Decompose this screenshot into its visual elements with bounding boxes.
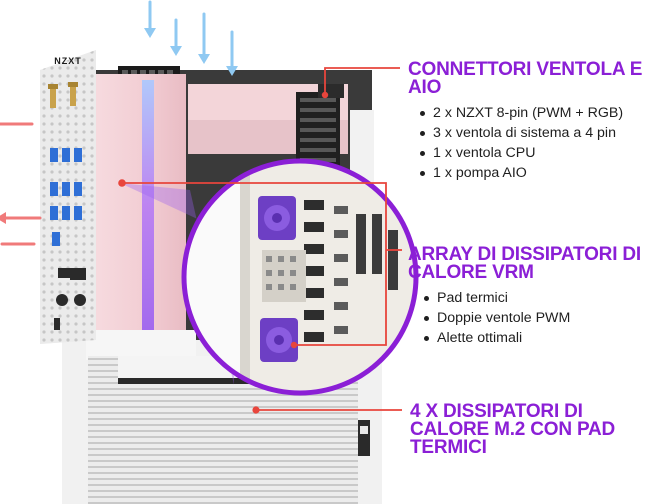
callout-title: ARRAY DI DISSIPATORI DI CALORE VRM (408, 244, 641, 283)
callout-bullets: Pad termici Doppie ventole PWM Alette ot… (422, 288, 670, 348)
nzxt-logo: NZXT (54, 56, 82, 66)
callout-vrm-heatsink: ARRAY DI DISSIPATORI DI CALORE VRM Pad t… (408, 244, 670, 348)
vrm-fan-bottom (260, 318, 298, 362)
bullet-item: Pad termici (422, 288, 670, 308)
antenna-icon (48, 82, 78, 108)
callout-title: 4 X DISSIPATORI DI CALORE M.2 CON PAD TE… (410, 401, 616, 458)
leader-lines (118, 67, 402, 414)
callout-bullets: 2 x NZXT 8-pin (PWM + RGB) 3 x ventola d… (418, 103, 668, 183)
io-shroud (86, 74, 196, 360)
callout-title: CONNETTORI VENTOLA E AIO (408, 59, 643, 98)
bullet-item: 2 x NZXT 8-pin (PWM + RGB) (418, 103, 668, 123)
bullet-item: Alette ottimali (422, 328, 670, 348)
callout-fan-connectors: CONNETTORI VENTOLA E AIO 2 x NZXT 8-pin … (408, 59, 668, 183)
bullet-item: 1 x pompa AIO (418, 163, 668, 183)
vrm-fan-top (258, 196, 296, 240)
callout-m2-heatsinks: 4 X DISSIPATORI DI CALORE M.2 CON PAD TE… (410, 401, 640, 458)
airflow-arrow-icon (0, 0, 238, 246)
bullet-item: 3 x ventola di sistema a 4 pin (418, 123, 668, 143)
bullet-item: 1 x ventola CPU (418, 143, 668, 163)
io-plate (40, 50, 96, 344)
usb-port-icon (50, 148, 82, 246)
bullet-item: Doppie ventole PWM (422, 308, 670, 328)
